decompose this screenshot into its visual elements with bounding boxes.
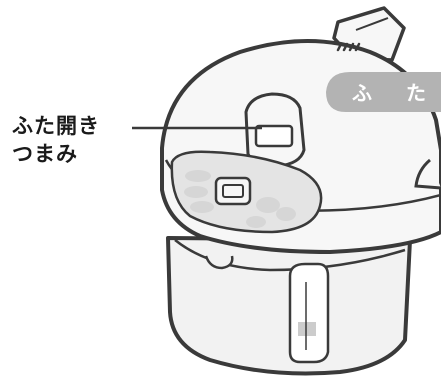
spout (204, 255, 234, 270)
body-shoulder (174, 239, 406, 272)
badge-char-2: た (406, 81, 428, 105)
handle-ridge (355, 17, 389, 31)
callout-label: ふた開き つまみ (12, 112, 100, 168)
label-badge (326, 72, 441, 112)
panel-button (185, 170, 211, 182)
panel-button (190, 201, 214, 213)
steam-vent-icon (336, 42, 361, 52)
side-bracket (414, 158, 441, 190)
panel-button (276, 207, 296, 221)
callout-label-line-1: ふた開き (12, 114, 100, 138)
callout-label-line-2: つまみ (12, 142, 78, 166)
badge-char-1: ふ (352, 81, 374, 105)
panel-display-inner (222, 184, 244, 198)
panel-button (184, 186, 208, 198)
panel-button (256, 197, 280, 213)
water-gauge (288, 262, 330, 364)
knob-window (254, 124, 294, 148)
gauge-level (298, 322, 316, 336)
panel-button (246, 216, 266, 228)
panel-display (214, 176, 252, 206)
